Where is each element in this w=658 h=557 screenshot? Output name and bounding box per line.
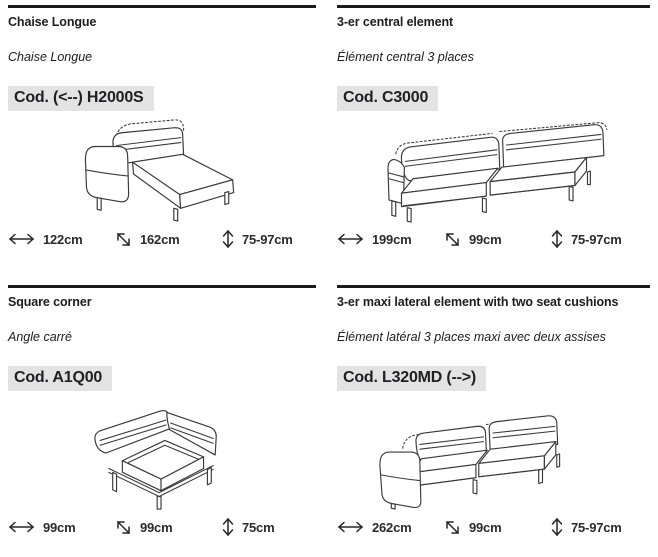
section-title: 3-er central element xyxy=(337,15,454,29)
height-arrow-icon xyxy=(551,229,563,249)
maxi-lateral-element-sketch xyxy=(337,395,650,511)
section-maxi-lateral-element: 3-er maxi lateral element with two seat … xyxy=(337,285,650,549)
depth-dimension: 162cm xyxy=(115,231,222,248)
product-code: Cod. (<--) H2000S xyxy=(8,86,154,111)
central-element-drawing xyxy=(386,122,607,223)
height-arrow-icon xyxy=(222,229,234,249)
section-title: Square corner xyxy=(8,295,92,309)
section-subtitle-fr: Angle carré xyxy=(8,330,72,344)
dimensions-row: 122cm 162cm 75-97cm xyxy=(8,229,316,249)
width-dimension: 199cm xyxy=(337,232,444,247)
depth-value: 99cm xyxy=(469,231,502,247)
depth-dimension: 99cm xyxy=(444,231,551,248)
code-row: Cod. (<--) H2000S xyxy=(8,86,316,111)
height-arrow-icon xyxy=(222,517,234,537)
product-code: Cod. A1Q00 xyxy=(8,366,113,391)
width-dimension: 262cm xyxy=(337,520,444,535)
height-dimension: 75-97cm xyxy=(551,229,658,249)
height-value: 75cm xyxy=(242,519,275,535)
product-code: Cod. C3000 xyxy=(337,86,439,111)
square-corner-sketch xyxy=(8,395,316,511)
width-value: 199cm xyxy=(372,231,412,247)
section-subtitle-fr: Élément latéral 3 places maxi avec deux … xyxy=(337,330,606,344)
section-title: Chaise Longue xyxy=(8,15,97,29)
height-dimension: 75-97cm xyxy=(222,229,329,249)
square-corner-drawing xyxy=(94,410,217,510)
depth-arrow-icon xyxy=(446,232,459,246)
code-row: Cod. A1Q00 xyxy=(8,366,316,391)
width-arrow-icon xyxy=(8,521,35,533)
height-dimension: 75cm xyxy=(222,517,329,537)
height-value: 75-97cm xyxy=(571,231,622,247)
section-central-element: 3-er central element Élément central 3 p… xyxy=(337,5,650,285)
height-arrow-icon xyxy=(551,517,563,537)
product-code: Cod. L320MD (-->) xyxy=(337,366,487,391)
height-dimension: 75-97cm xyxy=(551,517,658,537)
height-value: 75-97cm xyxy=(571,519,622,535)
depth-arrow-icon xyxy=(117,232,130,246)
chaise-longue-sketch xyxy=(8,119,316,225)
dimensions-row: 199cm 99cm 75-97cm xyxy=(337,229,650,249)
width-dimension: 122cm xyxy=(8,232,115,247)
code-row: Cod. C3000 xyxy=(337,86,650,111)
depth-arrow-icon xyxy=(117,520,130,534)
height-value: 75-97cm xyxy=(242,231,293,247)
width-arrow-icon xyxy=(337,521,364,533)
central-element-sketch xyxy=(337,119,650,225)
depth-value: 99cm xyxy=(469,519,502,535)
section-title: 3-er maxi lateral element with two seat … xyxy=(337,295,619,309)
dimensions-row: 262cm 99cm 75-97cm xyxy=(337,517,650,537)
depth-value: 99cm xyxy=(140,519,173,535)
section-chaise-longue: Chaise Longue Chaise Longue Cod. (<--) H… xyxy=(8,5,316,285)
width-arrow-icon xyxy=(337,233,364,245)
width-value: 262cm xyxy=(372,519,412,535)
code-row: Cod. L320MD (-->) xyxy=(337,366,650,391)
depth-dimension: 99cm xyxy=(115,519,222,536)
maxi-lateral-element-drawing xyxy=(378,415,560,510)
width-value: 99cm xyxy=(43,519,76,535)
depth-value: 162cm xyxy=(140,231,180,247)
dimensions-row: 99cm 99cm 75cm xyxy=(8,517,316,537)
depth-arrow-icon xyxy=(446,520,459,534)
section-subtitle-fr: Chaise Longue xyxy=(8,50,93,64)
chaise-longue-drawing xyxy=(84,119,235,222)
width-dimension: 99cm xyxy=(8,520,115,535)
width-value: 122cm xyxy=(43,231,83,247)
depth-dimension: 99cm xyxy=(444,519,551,536)
width-arrow-icon xyxy=(8,233,35,245)
section-square-corner: Square corner Angle carré Cod. A1Q00 xyxy=(8,285,316,549)
section-subtitle-fr: Élément central 3 places xyxy=(337,50,474,64)
